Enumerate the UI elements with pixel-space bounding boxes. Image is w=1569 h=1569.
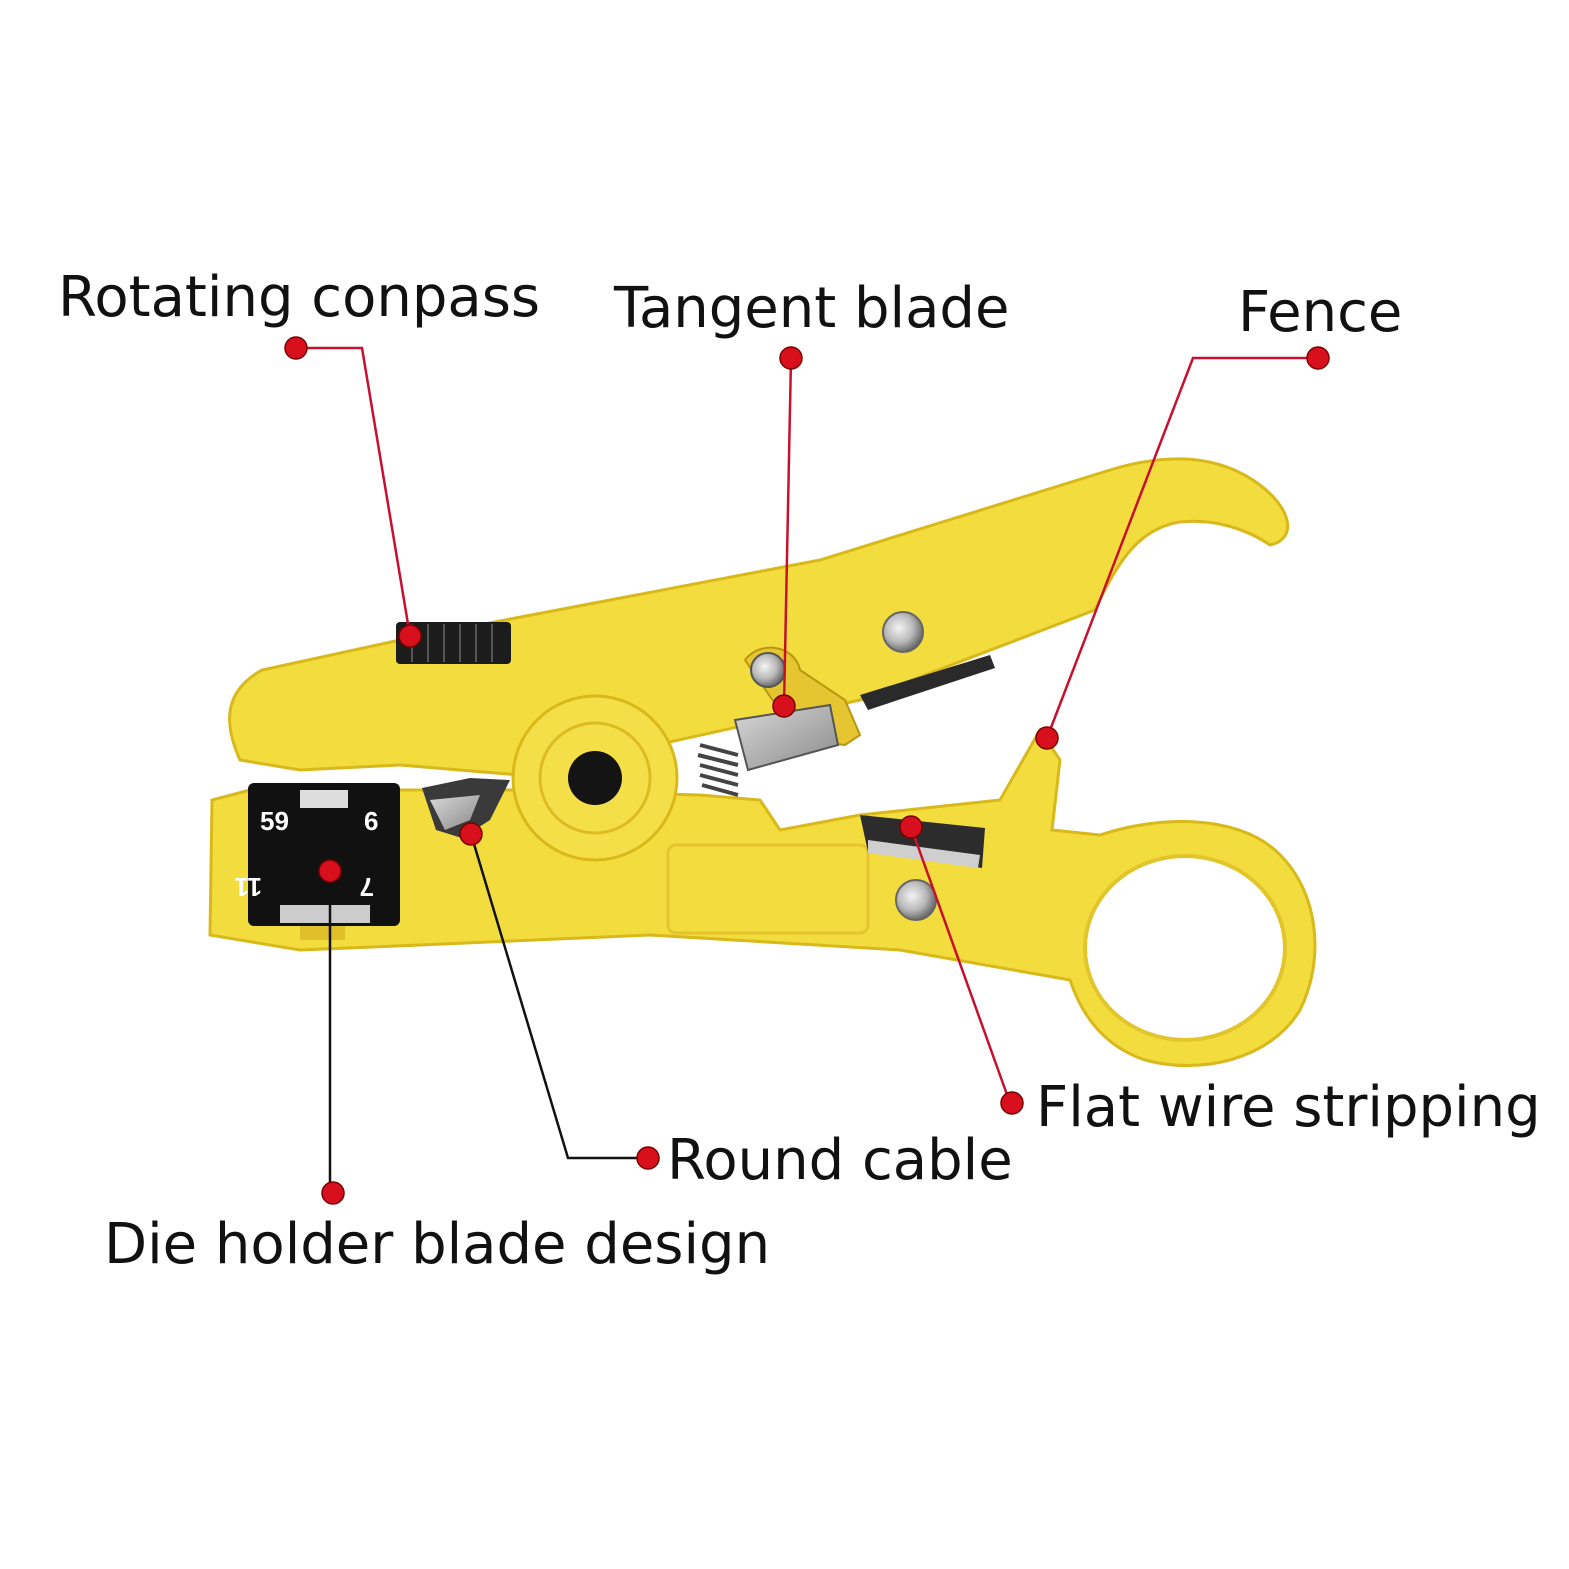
dot-tangent-blade-target: [772, 694, 796, 718]
die-holder-block: [248, 783, 400, 926]
dot-flat-wire-label: [1000, 1091, 1024, 1115]
die-holder-slot-bottom: [280, 905, 370, 923]
leader-flat-wire: [909, 826, 1012, 1104]
marker-dots: [284, 336, 1330, 1205]
dot-fence-label: [1306, 346, 1330, 370]
dot-die-holder-target: [318, 859, 342, 883]
dot-tangent-blade-label: [779, 346, 803, 370]
label-round-cable: Round cable: [667, 1128, 1013, 1193]
dot-round-cable-target: [459, 822, 483, 846]
upper-handle: [228, 457, 1289, 777]
rotating-compass-knob: [396, 622, 511, 664]
knob-ridges: [411, 624, 493, 662]
label-flat-wire-stripping: Flat wire stripping: [1036, 1075, 1541, 1140]
flat-wire-blade-edge: [868, 840, 980, 868]
callout-labels: Rotating conpass Tangent blade Fence Fla…: [58, 265, 1541, 1277]
leader-lines: [296, 346, 1318, 1193]
lower-screw: [895, 879, 937, 921]
leader-tangent-blade: [782, 357, 793, 707]
tangent-blade-screw: [750, 652, 786, 688]
hinge-ring: [538, 721, 652, 835]
leader-fence: [1045, 356, 1318, 739]
tangent-blade: [733, 703, 840, 772]
handle-recess: [666, 843, 870, 935]
dot-die-holder-label: [321, 1181, 345, 1205]
spring: [697, 743, 739, 797]
dot-rotating-compass-target: [398, 624, 422, 648]
label-die-holder-blade-design: Die holder blade design: [104, 1212, 770, 1277]
leader-round-cable: [469, 833, 647, 1160]
hinge-pin: [568, 751, 622, 805]
die-number-11: 11: [235, 872, 263, 902]
dot-fence-target: [1035, 726, 1059, 750]
die-holder-slot-top: [300, 790, 348, 808]
dot-rotating-compass-label: [284, 336, 308, 360]
label-fence: Fence: [1238, 280, 1402, 345]
die-number-7: 7: [360, 872, 374, 902]
wire-stripper-tool: 59 6 11 7: [208, 457, 1317, 1067]
dot-round-cable-label: [636, 1146, 660, 1170]
die-number-59: 59: [260, 806, 289, 836]
upper-screw: [882, 611, 924, 653]
die-holder-foot: [300, 926, 345, 940]
die-number-6: 6: [364, 806, 378, 836]
leader-rotating-compass: [296, 346, 412, 637]
label-tangent-blade: Tangent blade: [613, 276, 1009, 341]
label-rotating-compass: Rotating conpass: [58, 265, 540, 330]
finger-ring-inner-shade: [1128, 875, 1272, 1035]
dot-flat-wire-target: [899, 815, 923, 839]
round-cable-blade: [430, 795, 480, 830]
upper-handle-shadow: [860, 655, 995, 710]
